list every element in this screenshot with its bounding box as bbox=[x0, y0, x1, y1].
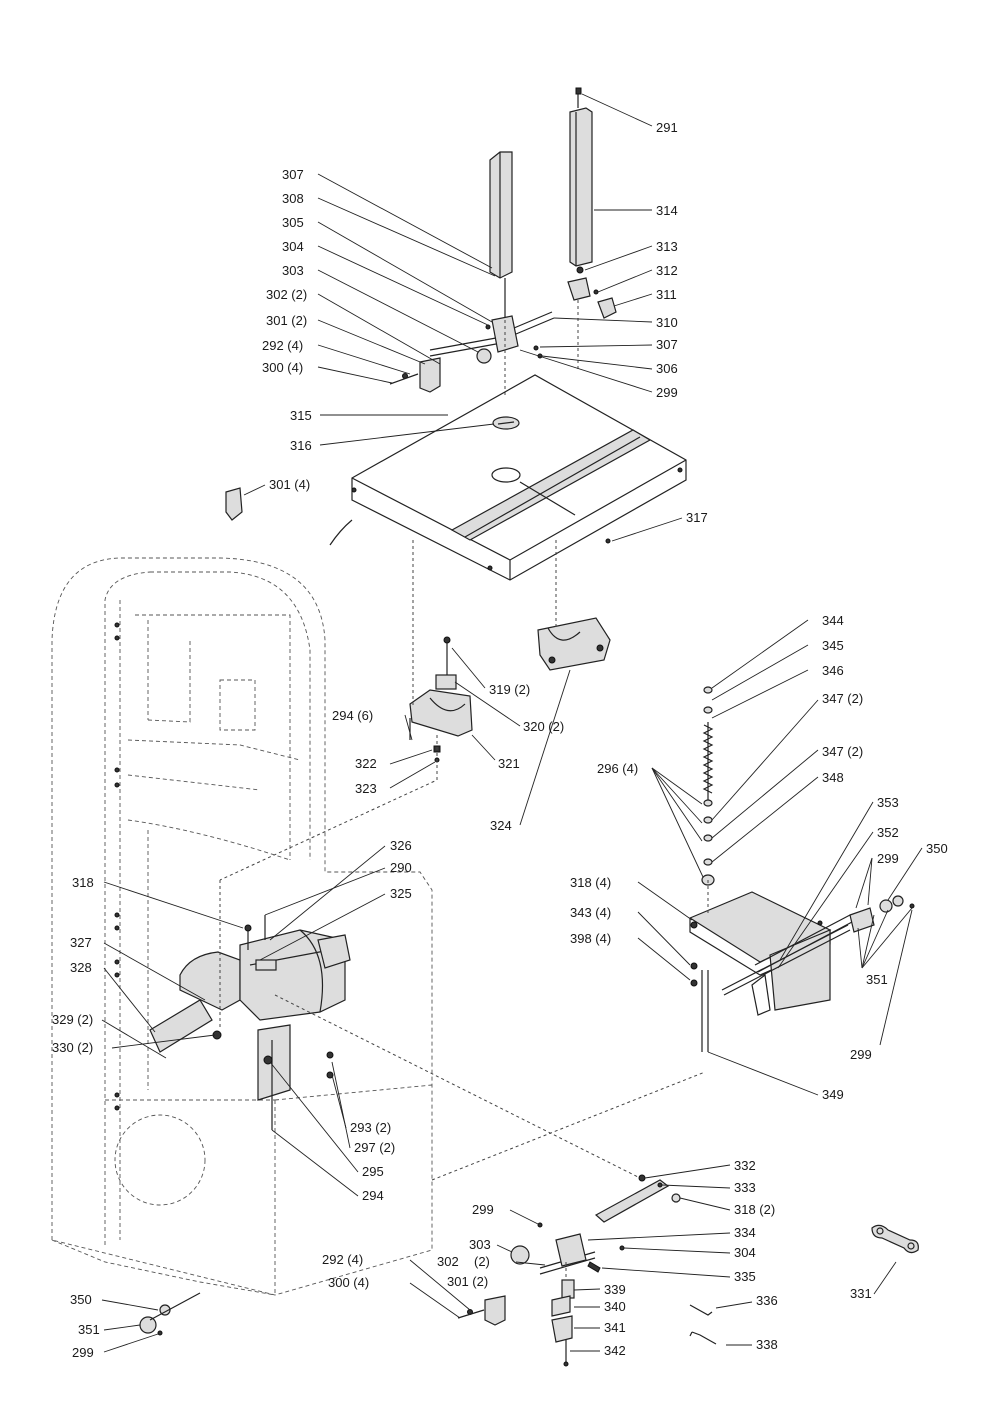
callout-350-handwheel: 350 bbox=[70, 1292, 92, 1307]
callout-311: 311 bbox=[656, 287, 677, 302]
callout-330: 330 (2) bbox=[52, 1040, 93, 1055]
callout-319: 319 (2) bbox=[489, 682, 530, 697]
table-315 bbox=[329, 374, 687, 581]
callout-328: 328 bbox=[70, 960, 92, 975]
callout-345: 345 bbox=[822, 638, 844, 653]
callout-310: 310 bbox=[656, 315, 678, 330]
callout-316: 316 bbox=[290, 438, 312, 453]
callout-326: 326 bbox=[390, 838, 412, 853]
callout-323: 323 bbox=[355, 781, 377, 796]
handwheel-350-351 bbox=[139, 1292, 201, 1336]
callout-294-table: 294 (6) bbox=[332, 708, 373, 723]
callout-302-lower: 302 bbox=[437, 1254, 459, 1269]
callout-339: 339 bbox=[604, 1282, 626, 1297]
hex-wrench-338 bbox=[689, 1331, 717, 1345]
callout-301-lower: 301 (2) bbox=[447, 1274, 488, 1289]
callout-353: 353 bbox=[877, 795, 899, 810]
callout-301-upper: 301 (2) bbox=[266, 313, 307, 328]
callout-318-trunnion: 318 bbox=[72, 875, 94, 890]
callout-304-lower: 304 bbox=[734, 1245, 756, 1260]
callout-332: 332 bbox=[734, 1158, 756, 1173]
callout-331: 331 bbox=[850, 1286, 872, 1301]
callout-292-lower: 292 (4) bbox=[322, 1252, 363, 1267]
callout-299-fence-bottom: 299 bbox=[850, 1047, 872, 1062]
wrench-331 bbox=[871, 1224, 919, 1254]
callout-labels: 291 314 313 312 311 310 307 306 299 307 … bbox=[52, 120, 948, 1360]
callout-314: 314 bbox=[656, 203, 678, 218]
callout-300-upper: 300 (4) bbox=[262, 360, 303, 375]
fence-assembly bbox=[688, 686, 915, 1052]
callout-347-bottom: 347 (2) bbox=[822, 744, 863, 759]
callout-307-left: 307 bbox=[282, 167, 304, 182]
callout-398: 398 (4) bbox=[570, 931, 611, 946]
callout-303-lower: 303 bbox=[469, 1237, 491, 1252]
callout-296: 296 (4) bbox=[597, 761, 638, 776]
callout-342: 342 bbox=[604, 1343, 626, 1358]
upper-guide-assembly bbox=[389, 87, 617, 395]
callout-301-table: 301 (4) bbox=[269, 477, 310, 492]
table-insert-clip-301 bbox=[225, 487, 243, 521]
callout-293: 293 (2) bbox=[350, 1120, 391, 1135]
callout-351-fence: 351 bbox=[866, 972, 888, 987]
callout-294-trunnion: 294 bbox=[362, 1188, 384, 1203]
callout-299-guide: 299 bbox=[472, 1202, 494, 1217]
callout-291: 291 bbox=[656, 120, 678, 135]
callout-347-top: 347 (2) bbox=[822, 691, 863, 706]
callout-304-upper: 304 bbox=[282, 239, 304, 254]
callout-302-upper: 302 (2) bbox=[266, 287, 307, 302]
callout-344: 344 bbox=[822, 613, 844, 628]
callout-317: 317 bbox=[686, 510, 708, 525]
callout-336: 336 bbox=[756, 1293, 778, 1308]
hex-wrench-336 bbox=[689, 1304, 713, 1316]
trunnion-support-324 bbox=[537, 617, 611, 671]
callout-329: 329 (2) bbox=[52, 1012, 93, 1027]
callout-338: 338 bbox=[756, 1337, 778, 1352]
callout-335: 335 bbox=[734, 1269, 756, 1284]
callout-295: 295 bbox=[362, 1164, 384, 1179]
callout-350-fence: 350 bbox=[926, 841, 948, 856]
callout-341: 341 bbox=[604, 1320, 626, 1335]
callout-325: 325 bbox=[390, 886, 412, 901]
callout-299-fence-top: 299 bbox=[877, 851, 899, 866]
callout-334: 334 bbox=[734, 1225, 756, 1240]
callout-306: 306 bbox=[656, 361, 678, 376]
callout-303-upper: 303 bbox=[282, 263, 304, 278]
callout-351-handwheel: 351 bbox=[78, 1322, 100, 1337]
callout-333: 333 bbox=[734, 1180, 756, 1195]
callout-308: 308 bbox=[282, 191, 304, 206]
callout-343: 343 (4) bbox=[570, 905, 611, 920]
callout-321: 321 bbox=[498, 756, 520, 771]
callout-320: 320 (2) bbox=[523, 719, 564, 734]
callout-299-handwheel: 299 bbox=[72, 1345, 94, 1360]
callout-349: 349 bbox=[822, 1087, 844, 1102]
leader-lines bbox=[101, 93, 923, 1353]
callout-346: 346 bbox=[822, 663, 844, 678]
saw-frame bbox=[51, 557, 433, 1296]
callout-300-lower: 300 (4) bbox=[328, 1275, 369, 1290]
callout-307-right: 307 bbox=[656, 337, 678, 352]
trunnion-321 bbox=[219, 540, 557, 881]
callout-322: 322 bbox=[355, 756, 377, 771]
callout-290: 290 bbox=[390, 860, 412, 875]
callout-313: 313 bbox=[656, 239, 678, 254]
callout-327: 327 bbox=[70, 935, 92, 950]
callout-324: 324 bbox=[490, 818, 512, 833]
callout-315: 315 bbox=[290, 408, 312, 423]
callout-312: 312 bbox=[656, 263, 678, 278]
frame-screw-holes bbox=[114, 622, 120, 1111]
callout-348: 348 bbox=[822, 770, 844, 785]
callout-299-upper: 299 bbox=[656, 385, 678, 400]
callout-297: 297 (2) bbox=[354, 1140, 395, 1155]
callout-340: 340 bbox=[604, 1299, 626, 1314]
callout-305: 305 bbox=[282, 215, 304, 230]
callout-292-upper: 292 (4) bbox=[262, 338, 303, 353]
callout-318-fence: 318 (4) bbox=[570, 875, 611, 890]
callout-352: 352 bbox=[877, 825, 899, 840]
callout-318-guide: 318 (2) bbox=[734, 1202, 775, 1217]
callout-302-qty-lower: (2) bbox=[474, 1254, 490, 1269]
main-trunnion-assembly bbox=[149, 880, 706, 1181]
lower-guide-assembly bbox=[457, 1174, 681, 1367]
